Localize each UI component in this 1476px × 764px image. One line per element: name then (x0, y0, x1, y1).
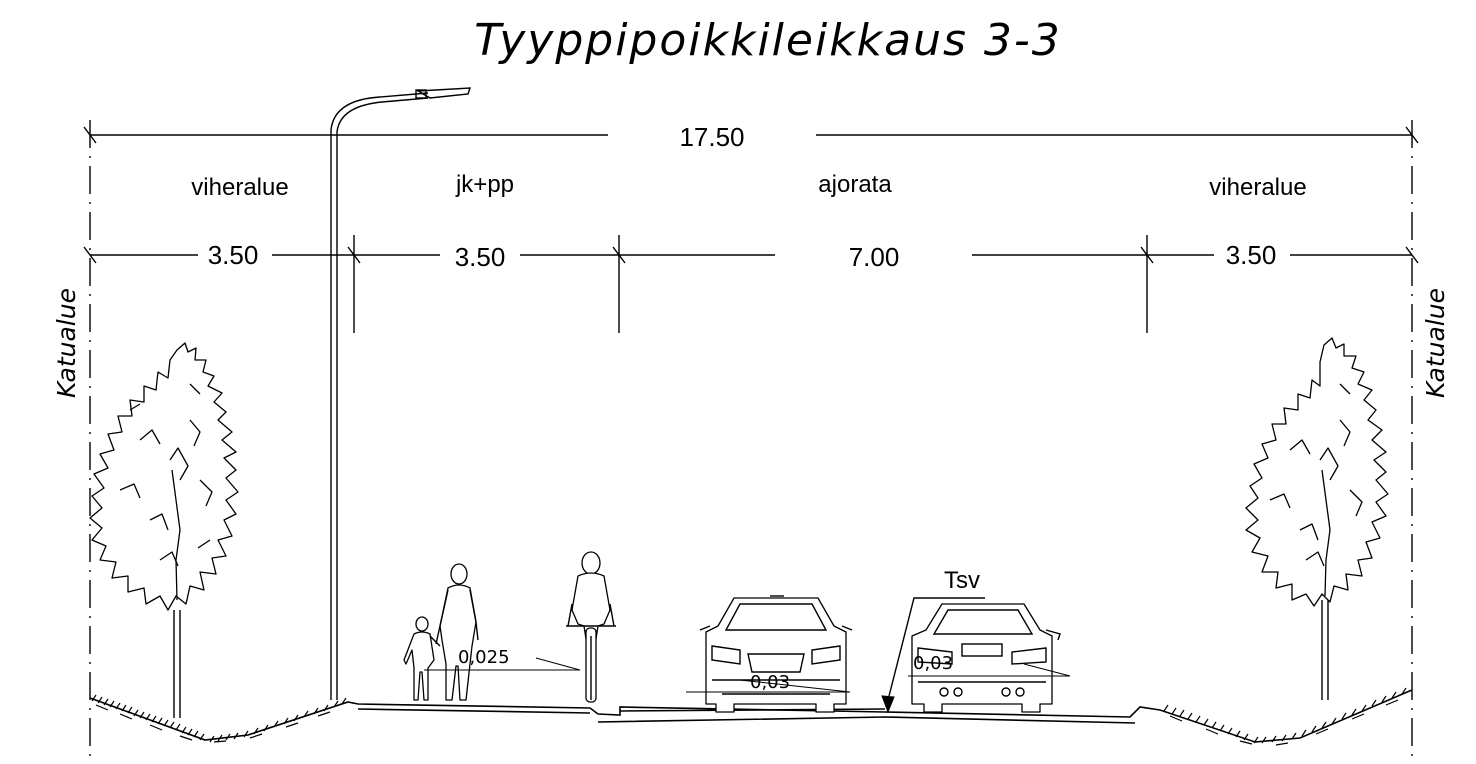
pedestrian-child-illustration (403, 616, 441, 701)
zone-label-carriageway: ajorata (818, 171, 892, 198)
tree-right-illustration (1245, 337, 1389, 700)
width-label-walkway: 3.50 (455, 242, 506, 272)
left-boundary-label: Katualue (52, 288, 81, 398)
car-rear-illustration (911, 603, 1061, 713)
slope-indicators: 0,025 0,03 0,03 (424, 647, 1071, 693)
zone-label-green-right: viheralue (1209, 174, 1306, 201)
zone-label-green-left: viheralue (191, 174, 288, 201)
zone-label-walkway: jk+pp (455, 171, 514, 198)
car-front-illustration (699, 595, 853, 713)
total-dimension: 17.50 (83, 122, 1419, 152)
slope-label-walkway: 0,025 (458, 647, 510, 668)
street-light-illustration (330, 87, 471, 700)
partial-dimensions: 3.50 3.50 7.00 3.50 (83, 235, 1419, 333)
slope-label-lane-right: 0,03 (913, 653, 953, 674)
crown-label: Tsv (944, 567, 980, 594)
crown-marker: Tsv (881, 567, 985, 714)
right-boundary-label: Katualue (1421, 288, 1450, 398)
width-label-carriageway: 7.00 (849, 242, 900, 272)
pedestrian-adult-illustration (435, 563, 479, 701)
ground-profile (89, 687, 1413, 746)
width-label-green-left: 3.50 (208, 240, 259, 270)
drawing-title: Tyyppipoikkileikkaus 3-3 (474, 15, 1062, 66)
tree-left-illustration (89, 342, 239, 718)
width-label-green-right: 3.50 (1226, 240, 1277, 270)
total-width-label: 17.50 (679, 122, 744, 152)
slope-label-lane-left: 0,03 (750, 672, 790, 693)
cyclist-illustration (566, 551, 616, 703)
